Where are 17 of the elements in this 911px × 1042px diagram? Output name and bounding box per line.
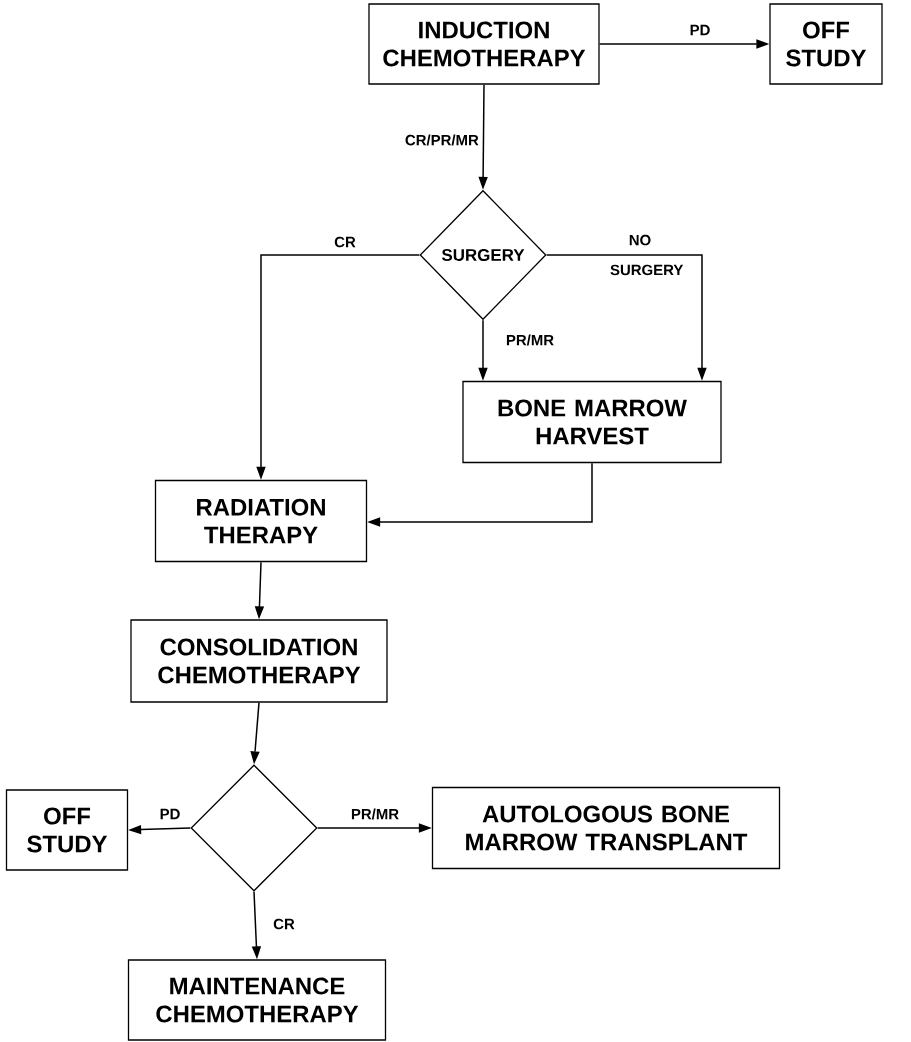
edge-label: PD <box>160 808 180 820</box>
process-box: RADIATION THERAPY <box>154 479 368 563</box>
process-box: INDUCTION CHEMOTHERAPY <box>368 3 600 85</box>
process-box: OFF STUDY <box>769 3 883 85</box>
decision-diamond <box>190 764 318 892</box>
edge-label: NO SURGERY <box>610 234 684 276</box>
process-box: OFF STUDY <box>5 789 129 871</box>
edge-label: CR <box>334 236 356 248</box>
edge-label: CR/PR/MR <box>405 134 479 146</box>
edge-label: PD <box>690 24 710 36</box>
edge-label: PR/MR <box>506 334 554 346</box>
process-box: AUTOLOGOUS BONE MARROW TRANSPLANT <box>431 786 781 870</box>
process-box: BONE MARROW HARVEST <box>462 380 722 464</box>
edge-label: PR/MR <box>351 808 399 820</box>
process-box: CONSOLIDATION CHEMOTHERAPY <box>130 619 388 703</box>
edge-label: CR <box>273 918 295 930</box>
process-box: MAINTENANCE CHEMOTHERAPY <box>127 959 387 1041</box>
